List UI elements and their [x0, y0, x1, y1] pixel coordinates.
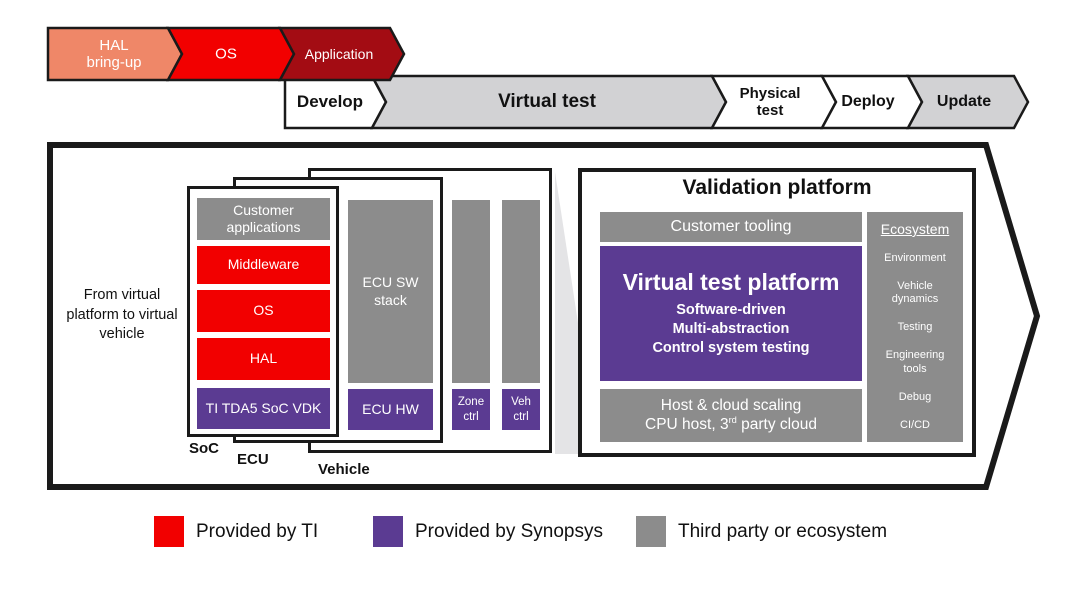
- flow-step-update: Update: [936, 92, 992, 110]
- flow-step-deploy: Deploy: [841, 92, 895, 110]
- host-cloud-line2: CPU host, 3rd party cloud: [645, 415, 817, 435]
- validation-platform-title: Validation platform: [682, 176, 872, 199]
- legend-swatch-thirdparty: [636, 516, 666, 547]
- block-hal: HAL: [197, 338, 330, 380]
- block-zone-ctrl: Zone ctrl: [452, 389, 490, 430]
- flow-step-os: OS: [215, 45, 237, 63]
- ecosystem-title: Ecosystem: [880, 221, 950, 237]
- virtual-test-platform-title: Virtual test platform: [622, 268, 840, 295]
- flow-step-virtual-test: Virtual test: [498, 91, 596, 113]
- ecosystem-item-vehicle-dynamics: Vehicle dynamics: [891, 280, 939, 306]
- soc-label: SoC: [189, 440, 219, 457]
- host-cloud-line2-post: party cloud: [736, 416, 817, 434]
- ecosystem-item-testing: Testing: [897, 321, 933, 334]
- legend-label-synopsys: Provided by Synopsys: [415, 521, 603, 542]
- block-ti-tda5-soc-vdk: TI TDA5 SoC VDK: [197, 388, 330, 429]
- ecosystem-panel: Ecosystem Environment Vehicle dynamics T…: [867, 212, 963, 442]
- legend-swatch-synopsys: [373, 516, 403, 547]
- chevron-application: [277, 26, 406, 82]
- bar-veh-ctrl-stack: [502, 200, 540, 383]
- block-ecu-sw-stack: ECU SW stack: [348, 200, 433, 383]
- chevron-update: [905, 74, 1030, 130]
- ecosystem-item-environment: Environment: [884, 251, 946, 264]
- legend-label-thirdparty: Third party or ecosystem: [678, 521, 888, 542]
- block-middleware: Middleware: [197, 246, 330, 284]
- block-customer-applications: Customer applications: [197, 198, 330, 240]
- bar-zone-ctrl-stack: [452, 200, 490, 383]
- vehicle-label: Vehicle: [318, 461, 370, 478]
- flow-step-develop: Develop: [296, 92, 364, 112]
- host-cloud-line2-sup: rd: [728, 415, 737, 426]
- flow-step-physical-test: Physical test: [739, 84, 801, 119]
- ecosystem-item-debug: Debug: [898, 390, 932, 403]
- block-veh-ctrl: Veh ctrl: [502, 389, 540, 430]
- flow-step-hal-bringup: HAL bring-up: [86, 36, 142, 71]
- block-ecu-hw: ECU HW: [348, 389, 433, 430]
- block-os: OS: [197, 290, 330, 332]
- left-note: From virtual platform to virtual vehicle: [66, 287, 178, 343]
- block-host-cloud-scaling: Host & cloud scaling CPU host, 3rd party…: [600, 389, 862, 442]
- host-cloud-line2-pre: CPU host, 3: [645, 416, 729, 434]
- ecosystem-item-engineering-tools: Engineering tools: [885, 349, 945, 375]
- legend-swatch-ti: [154, 516, 184, 547]
- host-cloud-line1: Host & cloud scaling: [660, 397, 802, 415]
- block-customer-tooling: Customer tooling: [600, 212, 862, 242]
- block-virtual-test-platform: Virtual test platform Software-driven Mu…: [600, 246, 862, 381]
- ecu-label: ECU: [237, 451, 269, 468]
- legend-label-ti: Provided by TI: [196, 521, 319, 542]
- ecosystem-item-cicd: CI/CD: [900, 418, 930, 431]
- virtual-test-platform-features: Software-driven Multi-abstraction Contro…: [652, 301, 810, 356]
- flow-step-application: Application: [304, 45, 374, 62]
